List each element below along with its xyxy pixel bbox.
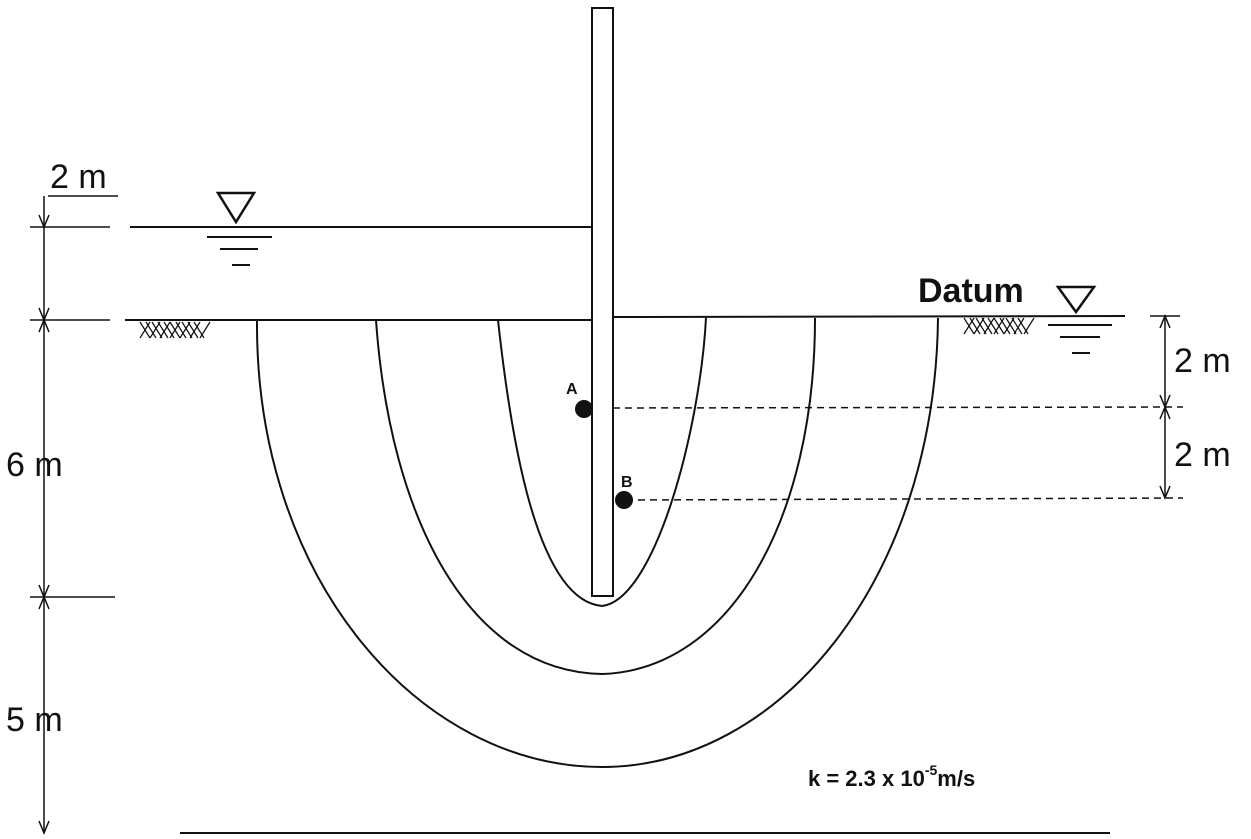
water-table-icon-downstream [1048, 285, 1112, 354]
point-b-marker [615, 491, 633, 509]
a-to-b-label: 2 m [1174, 436, 1231, 474]
soil-hatch-right [963, 317, 1035, 335]
flow-line-inner [497, 317, 707, 608]
permeability-label: k = 2.3 x 10-5m/s [808, 762, 975, 791]
point-b-label: B [621, 474, 633, 491]
left-dimension-line [30, 195, 118, 835]
embedment-depth-label: 6 m [6, 446, 63, 484]
depth-to-a-label: 2 m [1174, 342, 1231, 380]
datum-label: Datum [918, 272, 1024, 310]
sheet-pile [591, 7, 614, 597]
ground-surface-right [612, 315, 1126, 318]
flow-line-outer [255, 317, 939, 769]
upstream-water-depth-label: 2 m [50, 158, 107, 196]
permeability-exponent: -5 [925, 762, 938, 778]
point-a-level-line [612, 406, 1184, 409]
soil-hatch-left [139, 321, 211, 339]
flow-line-middle [375, 317, 816, 676]
permeability-prefix: k = 2.3 x 10 [808, 766, 925, 791]
point-a-label: A [566, 381, 578, 398]
permeability-unit: m/s [937, 766, 975, 791]
point-b-level-line [625, 497, 1184, 501]
layer-below-pile-label: 5 m [6, 701, 63, 739]
water-table-icon-upstream [207, 191, 272, 266]
point-a-marker [575, 400, 593, 418]
